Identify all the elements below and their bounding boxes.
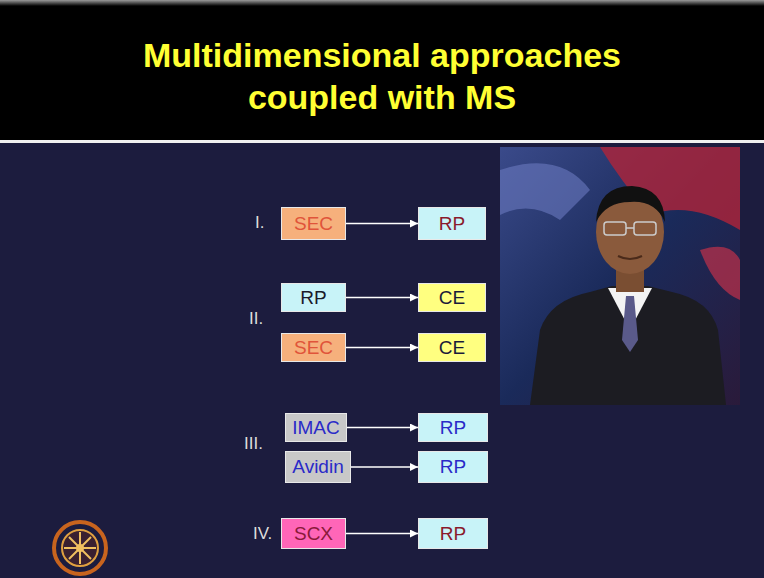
logo-center — [76, 544, 84, 552]
flow-arrow — [346, 223, 418, 225]
glasses — [634, 222, 656, 235]
method-label: RP — [439, 213, 465, 235]
method-box: RP — [418, 518, 488, 549]
method-label: RP — [300, 287, 326, 309]
flow-arrow — [347, 427, 418, 429]
method-box: RP — [418, 207, 486, 240]
divider-line — [0, 140, 764, 143]
method-box: SEC — [281, 207, 346, 240]
row-numeral: III. — [244, 434, 263, 454]
title-band — [0, 0, 764, 140]
method-label: CE — [439, 337, 465, 359]
method-box: SCX — [281, 518, 346, 549]
method-box: IMAC — [285, 413, 347, 442]
top-strip — [0, 0, 764, 6]
flow-arrow — [346, 533, 418, 535]
method-box: RP — [418, 413, 488, 442]
row-numeral: I. — [255, 213, 264, 233]
slide-title: Multidimensional approaches coupled with… — [100, 34, 664, 118]
method-label: IMAC — [292, 417, 340, 439]
flow-arrow — [351, 466, 418, 468]
glasses — [604, 222, 626, 235]
method-box: SEC — [281, 333, 346, 362]
method-box: RP — [281, 283, 346, 312]
method-label: RP — [440, 523, 466, 545]
method-label: CE — [439, 287, 465, 309]
row-numeral: II. — [249, 309, 263, 329]
method-box: Avidin — [285, 451, 351, 483]
method-box: CE — [418, 333, 486, 362]
mouth — [618, 256, 642, 259]
method-label: RP — [440, 456, 466, 478]
institute-logo — [54, 522, 106, 574]
method-label: Avidin — [292, 456, 343, 478]
method-box: CE — [418, 283, 486, 312]
tie — [622, 296, 638, 352]
photo-backdrop — [700, 247, 740, 300]
method-label: SCX — [294, 523, 333, 545]
presenter-photo — [500, 147, 740, 405]
hair — [596, 186, 665, 222]
logo-ring — [54, 522, 106, 574]
flow-arrow — [346, 347, 418, 349]
method-label: SEC — [294, 337, 333, 359]
row-numeral: IV. — [253, 524, 272, 544]
glasses — [626, 227, 634, 229]
photo-backdrop — [500, 163, 590, 220]
method-box: RP — [418, 451, 488, 483]
flow-arrow — [346, 297, 418, 299]
photo-frame — [500, 147, 740, 405]
suit — [530, 286, 726, 405]
method-label: RP — [440, 417, 466, 439]
method-label: SEC — [294, 213, 333, 235]
logo-disc — [62, 530, 98, 566]
logo-spokes — [64, 532, 96, 564]
